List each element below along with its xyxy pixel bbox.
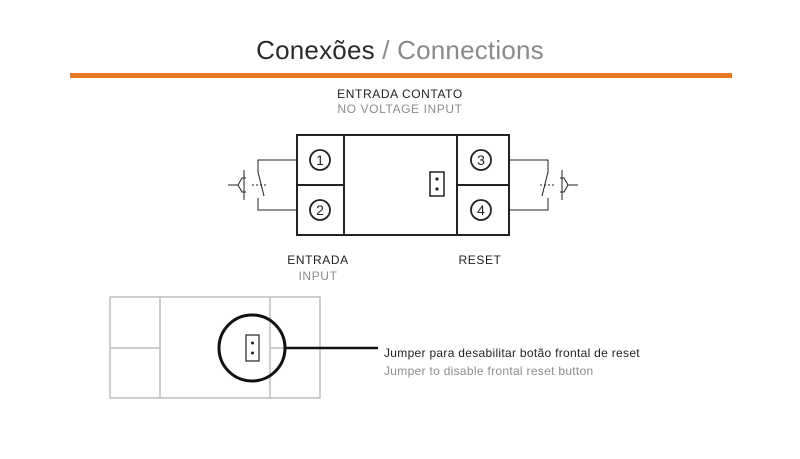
device-jumper-icon xyxy=(429,171,445,197)
right-contact-switch-icon xyxy=(509,159,578,211)
terminal-3: 3 xyxy=(470,149,492,171)
top-label-english: NO VOLTAGE INPUT xyxy=(337,102,463,116)
device-body xyxy=(296,134,510,236)
input-label-english: INPUT xyxy=(298,269,338,283)
input-label-portuguese: ENTRADA xyxy=(287,253,349,267)
title-english: Connections xyxy=(397,35,544,65)
page-title: Conexões / Connections xyxy=(0,34,800,66)
left-contact-switch-icon xyxy=(228,159,297,211)
terminal-1-number: 1 xyxy=(316,152,324,168)
jumper-icon xyxy=(245,334,260,362)
jumper-note-portuguese: Jumper para desabilitar botão frontal de… xyxy=(384,346,640,360)
title-portuguese: Conexões xyxy=(256,35,375,65)
terminal-3-number: 3 xyxy=(477,152,485,168)
top-label-portuguese: ENTRADA CONTATO xyxy=(337,87,463,101)
jumper-note-english: Jumper to disable frontal reset button xyxy=(384,364,594,378)
terminal-2-number: 2 xyxy=(316,202,324,218)
terminal-4: 4 xyxy=(470,199,492,221)
title-separator: / xyxy=(374,35,398,65)
terminal-1: 1 xyxy=(309,149,331,171)
jumper-highlight-circle xyxy=(217,313,378,383)
reset-label: RESET xyxy=(458,253,502,267)
terminal-4-number: 4 xyxy=(477,202,485,218)
title-underline xyxy=(70,73,732,78)
terminal-2: 2 xyxy=(309,199,331,221)
